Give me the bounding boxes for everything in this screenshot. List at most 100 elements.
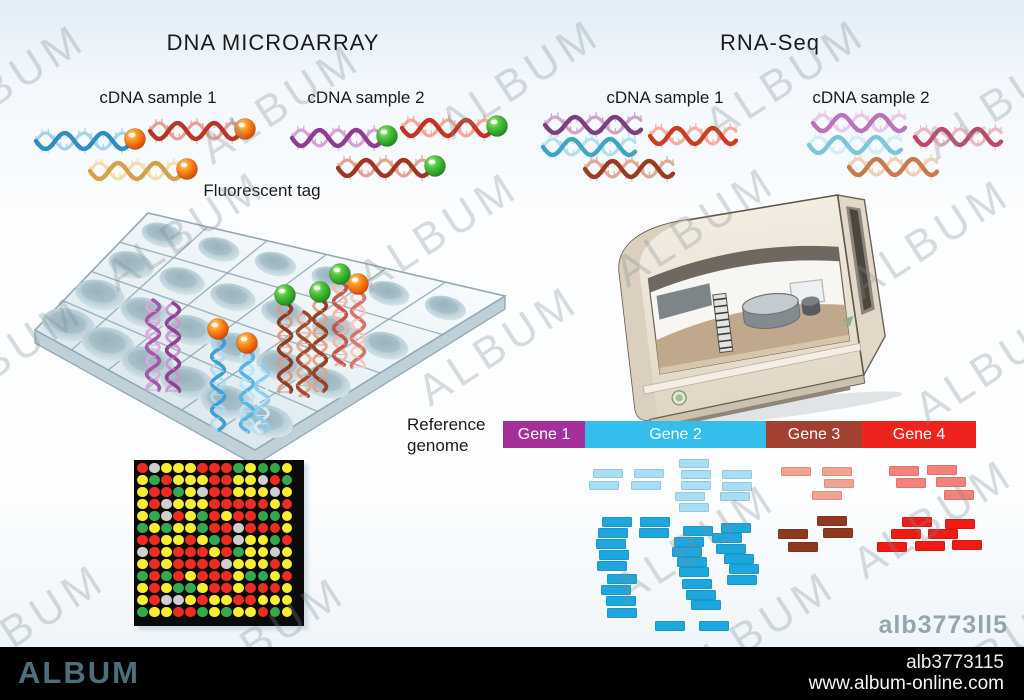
microarray-spot xyxy=(137,570,148,582)
hybridized-dna-strands xyxy=(144,263,369,434)
microarray-spot xyxy=(137,474,148,486)
read-bar xyxy=(597,561,627,571)
microarray-spot xyxy=(281,510,293,522)
read-bar xyxy=(601,585,631,595)
microarray-spot xyxy=(233,534,244,546)
plate-well xyxy=(108,251,154,279)
machine-green-arrow xyxy=(842,315,854,327)
microarray-spot xyxy=(257,474,269,486)
microarray-spot xyxy=(173,570,184,582)
microarray-spot xyxy=(173,546,184,558)
microarray-spot xyxy=(233,546,244,558)
read-bar xyxy=(599,550,629,560)
microarray-spot xyxy=(221,594,232,606)
microarray-spot xyxy=(281,570,293,582)
footer-url: www.album-online.com xyxy=(808,673,1004,694)
microarray-spot xyxy=(221,462,232,474)
read-bar xyxy=(672,547,702,557)
microarray-spot xyxy=(245,570,257,582)
microarray-spot xyxy=(185,594,196,606)
microarray-spot xyxy=(209,534,220,546)
microarray-spot xyxy=(185,474,196,486)
sequencer-machine xyxy=(618,194,903,430)
read-bar xyxy=(928,529,958,539)
read-bar xyxy=(679,503,709,512)
microarray-spot xyxy=(197,582,208,594)
footer-brand: ALBUM xyxy=(18,655,140,690)
microarray-spot xyxy=(185,510,196,522)
microarray-spot xyxy=(197,546,208,558)
cdna-strand xyxy=(806,132,904,158)
plate-well xyxy=(254,251,297,277)
read-bar xyxy=(606,596,636,606)
microarray-spot xyxy=(197,570,208,582)
microarray-spot xyxy=(197,486,208,498)
machine-left-column xyxy=(619,219,692,421)
microarray-spot xyxy=(209,582,220,594)
microarray-spot xyxy=(161,486,172,498)
microarray-spot xyxy=(245,582,257,594)
microarray-spot xyxy=(257,522,269,534)
microarray-spot xyxy=(233,486,244,498)
title-rna-seq: RNA-Seq xyxy=(720,30,820,55)
microarray-spot xyxy=(221,486,232,498)
footer-image-id: alb3773115 xyxy=(906,652,1004,673)
microarray-spot xyxy=(257,546,269,558)
read-bar xyxy=(589,481,619,490)
microarray-spot xyxy=(173,558,184,570)
plate-well xyxy=(368,280,410,306)
cdna-strand-icons xyxy=(33,110,1004,184)
cdna-strand xyxy=(335,155,446,181)
microarray-spot xyxy=(257,606,269,618)
microarray-spot xyxy=(245,534,257,546)
read-bar xyxy=(640,517,670,527)
sample-disc-top xyxy=(741,292,799,316)
microarray-spot xyxy=(257,582,269,594)
read-bar xyxy=(598,528,628,538)
microarray-spot xyxy=(245,486,257,498)
microarray-spot xyxy=(209,486,220,498)
read-bar xyxy=(712,533,742,543)
microarray-spot xyxy=(185,462,196,474)
hybridized-strand xyxy=(144,298,162,392)
microarray-spot xyxy=(233,582,244,594)
machine-chamber-shadow xyxy=(648,246,840,293)
microarray-spot xyxy=(149,582,160,594)
microarray-spot xyxy=(245,510,257,522)
machine-ladder-rungs xyxy=(713,297,733,350)
hybridized-strand xyxy=(347,273,369,369)
label-microarray-sample1: cDNA sample 1 xyxy=(99,88,217,107)
read-bar xyxy=(655,621,685,631)
microarray-spot xyxy=(257,462,269,474)
footer-bar: ALBUM alb3773115 www.album-online.com xyxy=(0,647,1024,700)
read-bar xyxy=(727,575,757,585)
microarray-spot xyxy=(257,498,269,510)
read-bar xyxy=(902,517,932,527)
microarray-spot xyxy=(209,546,220,558)
microarray-spot xyxy=(281,582,293,594)
microarray-spot xyxy=(221,582,232,594)
read-bar xyxy=(639,528,669,538)
microarray-spot xyxy=(161,474,172,486)
small-cylinder-top xyxy=(801,296,820,306)
microarray-spot xyxy=(173,606,184,618)
microarray-spot xyxy=(173,582,184,594)
microarray-spot xyxy=(281,546,293,558)
cdna-strand xyxy=(33,128,146,154)
microarray-spot xyxy=(233,606,244,618)
microarray-spot xyxy=(269,558,281,570)
read-bar xyxy=(686,590,716,600)
microarray-spot xyxy=(161,498,172,510)
plate-well xyxy=(141,222,183,248)
microarray-spot xyxy=(269,522,281,534)
microarray-spot xyxy=(269,534,281,546)
microarray-spot xyxy=(221,510,232,522)
read-bar xyxy=(631,481,661,490)
microarray-spot xyxy=(209,594,220,606)
cdna-strand xyxy=(87,158,198,184)
read-bar xyxy=(896,478,926,488)
microarray-spot xyxy=(137,546,148,558)
read-bar xyxy=(596,539,626,549)
gene-3-segment: Gene 3 xyxy=(766,421,862,448)
